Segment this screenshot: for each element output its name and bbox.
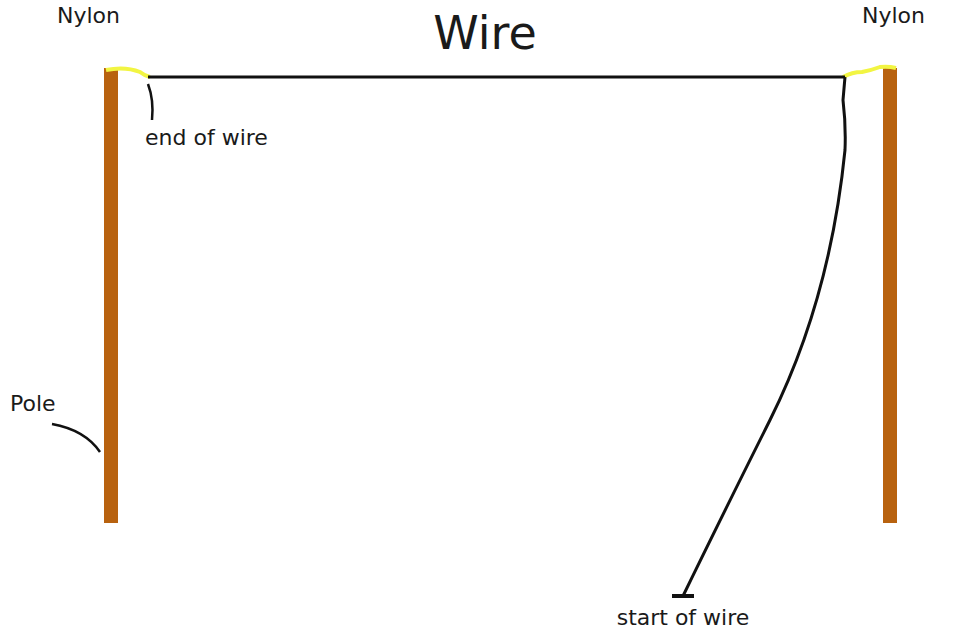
left-nylon: [106, 68, 150, 77]
leader-line: [148, 84, 153, 120]
right-pole: [883, 68, 897, 523]
left-pole: [104, 68, 118, 523]
part-label: start of wire: [617, 606, 750, 630]
part-label: end of wire: [145, 126, 268, 150]
leader-line: [52, 424, 100, 452]
wire-start-tick: [672, 594, 694, 598]
part-label: Nylon: [862, 4, 925, 28]
diagram-title: Wire: [433, 10, 536, 56]
wire-lead: [683, 77, 845, 596]
part-label: Nylon: [57, 4, 120, 28]
right-nylon: [843, 67, 896, 77]
part-label: Pole: [10, 392, 56, 416]
wire-span: [148, 76, 845, 79]
